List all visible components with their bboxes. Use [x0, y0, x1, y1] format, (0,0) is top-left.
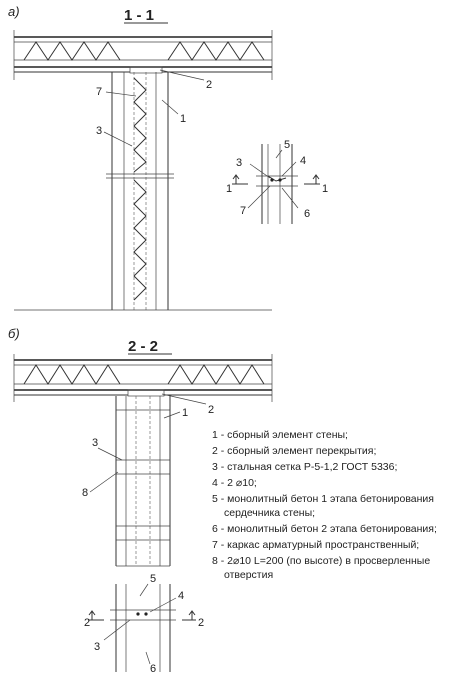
legend-item-4: 4 - 2 ⌀10; — [212, 477, 257, 489]
cut-label-2-left: 2 — [84, 617, 90, 629]
part-a-label: а) — [8, 4, 20, 19]
callout-d-3: 3 — [236, 157, 242, 169]
callout-d-7: 7 — [240, 205, 246, 217]
part-b-label: б) — [8, 326, 20, 341]
detail-b — [88, 583, 196, 672]
callout-a-7: 7 — [96, 86, 102, 98]
cut-label-1-left: 1 — [226, 183, 232, 195]
wall-panel-a — [14, 72, 272, 311]
section-2-title: 2 - 2 — [128, 338, 158, 355]
legend-item-2: 2 - сборный элемент перекрытия; — [212, 445, 376, 457]
legend-item-5: 5 - монолитный бетон 1 этапа бетонирован… — [212, 493, 434, 505]
callout-e-5: 5 — [150, 573, 156, 585]
callout-e-4: 4 — [178, 590, 184, 602]
wall-panel-b — [115, 396, 171, 567]
floor-slab-b — [13, 354, 273, 402]
callout-e-3: 3 — [94, 641, 100, 653]
legend-item-8: 8 - 2⌀10 L=200 (по высоте) в просверленн… — [212, 555, 430, 567]
callout-a-1: 1 — [180, 113, 186, 125]
detail-a — [232, 144, 320, 224]
legend-item-8-cont: отверстия — [224, 569, 273, 581]
callout-d-5: 5 — [284, 139, 290, 151]
callout-e-6: 6 — [150, 663, 156, 675]
callout-b-3: 3 — [92, 437, 98, 449]
legend: 1 - сборный элемент стены; 2 - сборный э… — [212, 429, 437, 581]
callout-b-2: 2 — [208, 404, 214, 416]
legend-item-7: 7 - каркас арматурный пространственный; — [212, 539, 419, 551]
callout-a-2: 2 — [206, 79, 212, 91]
callout-b-1: 1 — [182, 407, 188, 419]
section-1-title: 1 - 1 — [124, 7, 154, 24]
floor-slab-a — [13, 30, 273, 80]
legend-item-5-cont: сердечника стены; — [224, 507, 315, 519]
callout-d-4: 4 — [300, 155, 306, 167]
callout-d-6: 6 — [304, 208, 310, 220]
cut-label-2-right: 2 — [198, 617, 204, 629]
callout-b-8: 8 — [82, 487, 88, 499]
callout-a-3: 3 — [96, 125, 102, 137]
legend-item-6: 6 - монолитный бетон 2 этапа бетонирован… — [212, 523, 437, 535]
legend-item-3: 3 - стальная сетка Р-5-1,2 ГОСТ 5336; — [212, 461, 397, 473]
cut-label-1-right: 1 — [322, 183, 328, 195]
legend-item-1: 1 - сборный элемент стены; — [212, 429, 348, 441]
